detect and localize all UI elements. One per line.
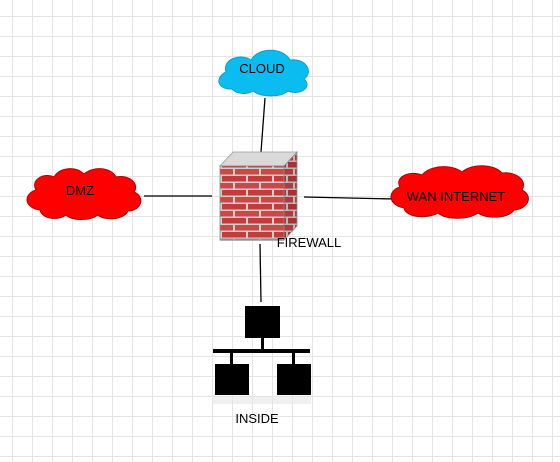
connector-firewall-inside[interactable] bbox=[259, 243, 262, 303]
dmz-node[interactable]: DMZ bbox=[26, 168, 142, 220]
network-hierarchy-icon bbox=[213, 306, 311, 395]
connector-firewall-cloud[interactable] bbox=[260, 97, 266, 153]
dmz-label: DMZ bbox=[66, 183, 94, 198]
inside-icon-reflection bbox=[213, 396, 311, 404]
connections bbox=[144, 97, 395, 303]
dmz-cloud-shape bbox=[26, 168, 142, 220]
cloud-label: CLOUD bbox=[239, 61, 285, 76]
cloud-shape bbox=[218, 49, 309, 97]
connector-firewall-wan[interactable] bbox=[303, 196, 395, 200]
wan-cloud-shape bbox=[390, 165, 529, 219]
wan-internet-node[interactable]: WAN INTERNET bbox=[390, 165, 529, 219]
cloud-node[interactable]: CLOUD bbox=[218, 49, 309, 97]
firewall-node[interactable]: FIREWALL bbox=[219, 150, 342, 250]
inside-node[interactable]: INSIDE bbox=[213, 306, 311, 426]
brick-firewall-icon bbox=[219, 150, 298, 242]
inside-label: INSIDE bbox=[235, 411, 279, 426]
wan-label: WAN INTERNET bbox=[407, 189, 506, 204]
firewall-label: FIREWALL bbox=[277, 235, 342, 250]
